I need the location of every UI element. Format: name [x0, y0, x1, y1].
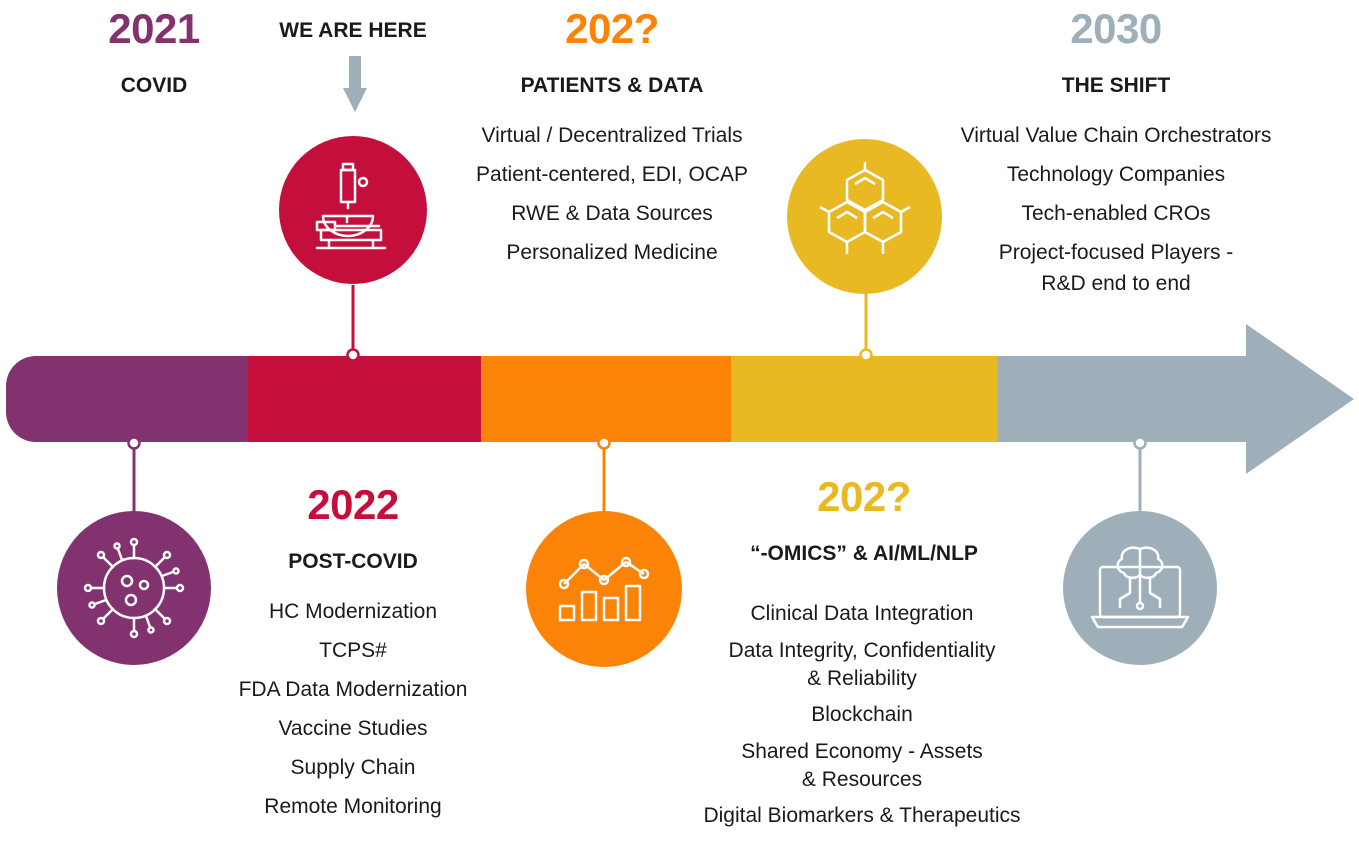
- list-item: Technology Companies: [1006, 163, 1226, 186]
- list-item: Project-focused Players -: [998, 241, 1234, 264]
- connector-microscope: [346, 285, 360, 362]
- virus-icon: [83, 537, 185, 639]
- down-arrow-icon: [343, 56, 367, 112]
- segment-202x-omics: [731, 356, 998, 442]
- list-item: Patient-centered, EDI, OCAP: [476, 163, 748, 186]
- segment-2030-arrowhead: [997, 324, 1354, 474]
- year-2030: 2030: [1070, 5, 1162, 52]
- year-2022: 2022: [307, 481, 399, 528]
- brain-laptop-icon: [1090, 546, 1190, 629]
- segment-2021: [6, 356, 249, 442]
- patients-data-list: Virtual / Decentralized Trials Patient-c…: [412, 116, 812, 272]
- list-item: Blockchain: [811, 703, 913, 726]
- list-item: Virtual Value Chain Orchestrators: [960, 124, 1272, 147]
- virus-circle: [57, 511, 211, 665]
- ai-circle: [1063, 511, 1217, 665]
- connector-molecule: [859, 292, 873, 362]
- year-2021: 2021: [108, 5, 200, 52]
- connector-ai: [1133, 436, 1147, 512]
- list-item: RWE & Data Sources: [511, 202, 713, 225]
- year-202x-patients: 202?: [565, 5, 659, 52]
- omics-ai-list: Clinical Data Integration Data Integrity…: [662, 594, 1062, 835]
- heading-patients-data: PATIENTS & DATA: [520, 74, 704, 97]
- year-202x-omics: 202?: [817, 473, 911, 520]
- molecule-circle: [787, 139, 942, 294]
- list-item: Vaccine Studies: [278, 717, 428, 740]
- list-item: Shared Economy - Assets: [741, 740, 983, 763]
- list-item: Supply Chain: [290, 756, 416, 779]
- the-shift-list: Virtual Value Chain Orchestrators Techno…: [916, 116, 1316, 296]
- heading-omics-ai: “-OMICS” & AI/ML/NLP: [750, 542, 978, 565]
- segment-2022: [248, 356, 482, 442]
- molecule-hexagons-icon: [818, 161, 911, 254]
- segment-202x-patients: [481, 356, 732, 442]
- we-are-here-label: WE ARE HERE: [279, 19, 427, 42]
- heading-post-covid: POST-COVID: [288, 550, 418, 573]
- list-item: & Resources: [801, 768, 923, 791]
- post-covid-list: HC Modernization TCPS# FDA Data Moderniz…: [178, 592, 528, 826]
- list-item: Data Integrity, Confidentiality: [728, 639, 996, 662]
- chart-circle: [526, 511, 682, 667]
- list-item: Virtual / Decentralized Trials: [481, 124, 743, 147]
- list-item: Clinical Data Integration: [750, 602, 974, 625]
- list-item: Tech-enabled CROs: [1021, 202, 1211, 225]
- timeline-segments: [6, 324, 1354, 474]
- heading-covid: COVID: [120, 74, 188, 97]
- list-item: & Reliability: [807, 667, 917, 690]
- heading-the-shift: THE SHIFT: [1061, 74, 1171, 97]
- list-item: Digital Biomarkers & Therapeutics: [703, 804, 1021, 827]
- microscope-circle: [279, 136, 427, 284]
- connector-virus: [127, 436, 141, 512]
- list-item: R&D end to end: [1041, 272, 1191, 295]
- connector-chart: [597, 436, 611, 512]
- list-item: Personalized Medicine: [506, 241, 718, 264]
- list-item: HC Modernization: [268, 600, 438, 623]
- list-item: TCPS#: [319, 639, 387, 662]
- microscope-icon: [315, 162, 387, 250]
- bar-line-chart-icon: [558, 556, 650, 622]
- list-item: FDA Data Modernization: [238, 678, 468, 701]
- list-item: Remote Monitoring: [264, 795, 442, 818]
